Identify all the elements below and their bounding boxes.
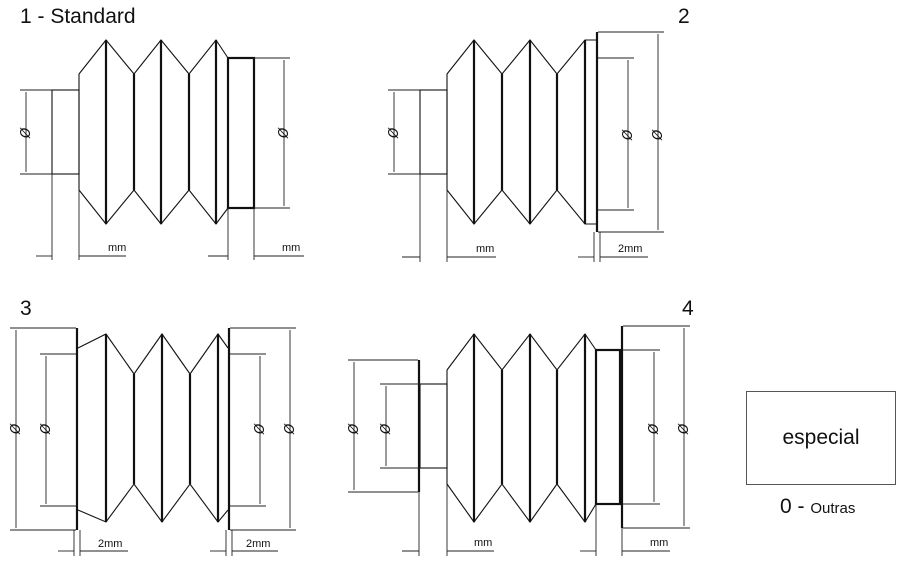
variant-4-left-outer-diameter: Ø (347, 423, 362, 435)
variant-3-label: 3 (20, 297, 32, 320)
variant-1-left-dim: mm (108, 242, 126, 254)
variant-2-left-dim: mm (476, 243, 494, 255)
variant-4-right-dim: mm (650, 537, 668, 549)
variant-3-left-dim: 2mm (98, 538, 122, 550)
variant-1-right-collar (226, 56, 256, 210)
variant-4-left-collar (419, 383, 448, 469)
variant-1-right-dim: mm (282, 242, 300, 254)
variant-3-right-dim: 2mm (246, 538, 270, 550)
other-option-text: Outras (810, 500, 856, 517)
variant-4: 4 Ø Ø Ø Ø (347, 297, 694, 556)
variant-4-label: 4 (682, 297, 694, 320)
variant-2-outer-diameter: Ø (651, 129, 666, 141)
variant-4-bellows-top (446, 333, 597, 371)
variant-3: 3 Ø Ø Ø Ø (9, 297, 298, 556)
special-option-box: especial (746, 391, 896, 485)
variant-3-left-outer-diameter: Ø (9, 423, 24, 435)
variant-2-inner-diameter: Ø (621, 129, 636, 141)
variant-1-label: 1 - Standard (20, 5, 136, 28)
variant-4-left-inner-diameter: Ø (379, 423, 394, 435)
other-option: 0 - Outras (780, 495, 855, 519)
variant-2-label: 2 (678, 5, 690, 28)
variant-4-left-dim: mm (474, 537, 492, 549)
variant-1: 1 - Standard Ø Ø mm mm (19, 5, 304, 260)
variant-1-right-diameter: Ø (277, 127, 292, 139)
variant-4-right-outer-diameter: Ø (677, 423, 692, 435)
variant-1-left-diameter: Ø (19, 127, 34, 139)
variant-2-bellows-bottom (446, 189, 596, 225)
variant-3-bellows-top (77, 333, 229, 375)
other-option-number: 0 - (780, 495, 811, 518)
variant-2-right-dim: 2mm (618, 243, 642, 255)
variant-4-right-collar (594, 348, 622, 506)
variant-2: 2 Ø Ø Ø mm 2mm (387, 5, 690, 262)
variant-2-left-collar (419, 89, 448, 175)
special-option-label: especial (782, 426, 860, 449)
variant-2-left-diameter: Ø (387, 127, 402, 139)
variant-4-right-inner-diameter: Ø (647, 423, 662, 435)
variant-1-bellows-bottom (78, 189, 229, 225)
variant-3-right-outer-diameter: Ø (283, 423, 298, 435)
variant-3-right-inner-diameter: Ø (253, 423, 268, 435)
variant-1-bellows-top (78, 39, 229, 75)
variant-3-bellows-bottom (77, 483, 229, 523)
variant-3-left-inner-diameter: Ø (39, 423, 54, 435)
variant-1-left-collar (51, 89, 80, 175)
variant-2-bellows-top (446, 39, 596, 75)
variant-4-bellows-bottom (446, 483, 597, 523)
